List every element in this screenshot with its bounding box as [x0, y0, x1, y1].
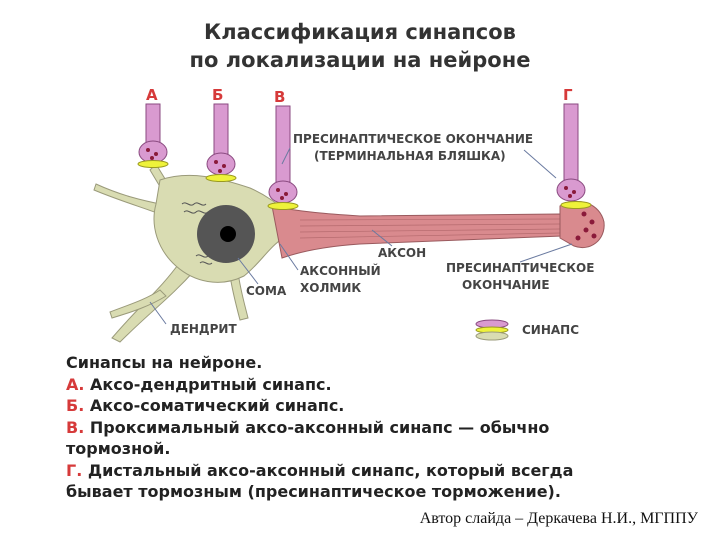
- terminal-g: [556, 103, 592, 209]
- diagram-title: Классификация синапсов по локализации на…: [0, 18, 720, 74]
- label-terminal-plaque: (ТЕРМИНАЛЬНАЯ БЛЯШКА): [314, 149, 506, 163]
- title-line-2: по локализации на нейроне: [189, 48, 531, 72]
- legend-text-v-1: Проксимальный аксо-аксонный синапс — обы…: [84, 417, 550, 437]
- dendrite-lower-branch: [109, 289, 167, 319]
- label-soma: СОМА: [246, 284, 287, 298]
- label-axon-hillock-2: ХОЛМИК: [300, 281, 361, 295]
- neuron-synapse-diagram: А Б В Г ПРЕСИНАПТИЧЕСКОЕ ОКОНЧАНИЕ (ТЕРМ…: [93, 86, 605, 343]
- label-axon: АКСОН: [378, 246, 426, 260]
- axon-stripes: [299, 218, 561, 239]
- legend-key-b: Б.: [66, 396, 85, 415]
- legend-text-g-1: Дистальный аксо-аксонный синапс, который…: [82, 460, 574, 480]
- letter-b: Б: [212, 86, 223, 104]
- letter-a: А: [146, 86, 158, 104]
- letter-g: Г: [563, 86, 573, 104]
- legend-key-a: А.: [66, 374, 85, 394]
- author-credit: Автор слайда – Деркачева Н.И., МГППУ: [419, 510, 698, 527]
- synapse-legend-icon: [475, 319, 509, 341]
- legend-item-b: Б. Аксо-соматический синапс.: [66, 395, 666, 417]
- legend-key-g: Г.: [66, 460, 83, 480]
- legend-key-v: В.: [66, 417, 85, 437]
- dendrite-bottom: [229, 271, 249, 321]
- dendrite-upper-left: [93, 183, 166, 215]
- title-line-1: Классификация синапсов: [204, 20, 516, 44]
- label-dendrite: ДЕНДРИТ: [170, 322, 237, 336]
- legend-heading: Синапсы на нейроне.: [66, 353, 263, 372]
- legend-text-b: Аксо-соматический синапс.: [84, 396, 345, 415]
- legend-text-a: Аксо-дендритный синапс.: [84, 374, 332, 394]
- label-synapse: СИНАПС: [522, 323, 579, 337]
- legend-item-a: А. Аксо-дендритный синапс.: [66, 374, 666, 396]
- label-presynaptic-ending: ПРЕСИНАПТИЧЕСКОЕ ОКОНЧАНИЕ: [293, 132, 533, 146]
- legend-text-v-2: тормозной.: [66, 439, 171, 458]
- terminal-v: [267, 105, 299, 210]
- legend-item-v: В. Проксимальный аксо-аксонный синапс — …: [66, 417, 666, 439]
- terminal-a: [137, 103, 169, 168]
- leader-lines: [149, 147, 573, 325]
- synapse-legend: Синапсы на нейроне. А. Аксо-дендритный с…: [66, 352, 666, 503]
- label-presynaptic-2-line1: ПРЕСИНАПТИЧЕСКОЕ: [446, 261, 594, 275]
- nucleolus: [220, 226, 236, 242]
- legend-item-g: Г. Дистальный аксо-аксонный синапс, кото…: [66, 460, 666, 482]
- letter-v: В: [274, 88, 285, 106]
- right-ending-vesicles: [575, 211, 597, 241]
- legend-text-g-2: бывает тормозным (пресинаптическое тормо…: [66, 482, 561, 501]
- terminal-b: [205, 103, 237, 182]
- label-axon-hillock-1: АКСОННЫЙ: [300, 263, 381, 278]
- label-presynaptic-2-line2: ОКОНЧАНИЕ: [462, 278, 550, 292]
